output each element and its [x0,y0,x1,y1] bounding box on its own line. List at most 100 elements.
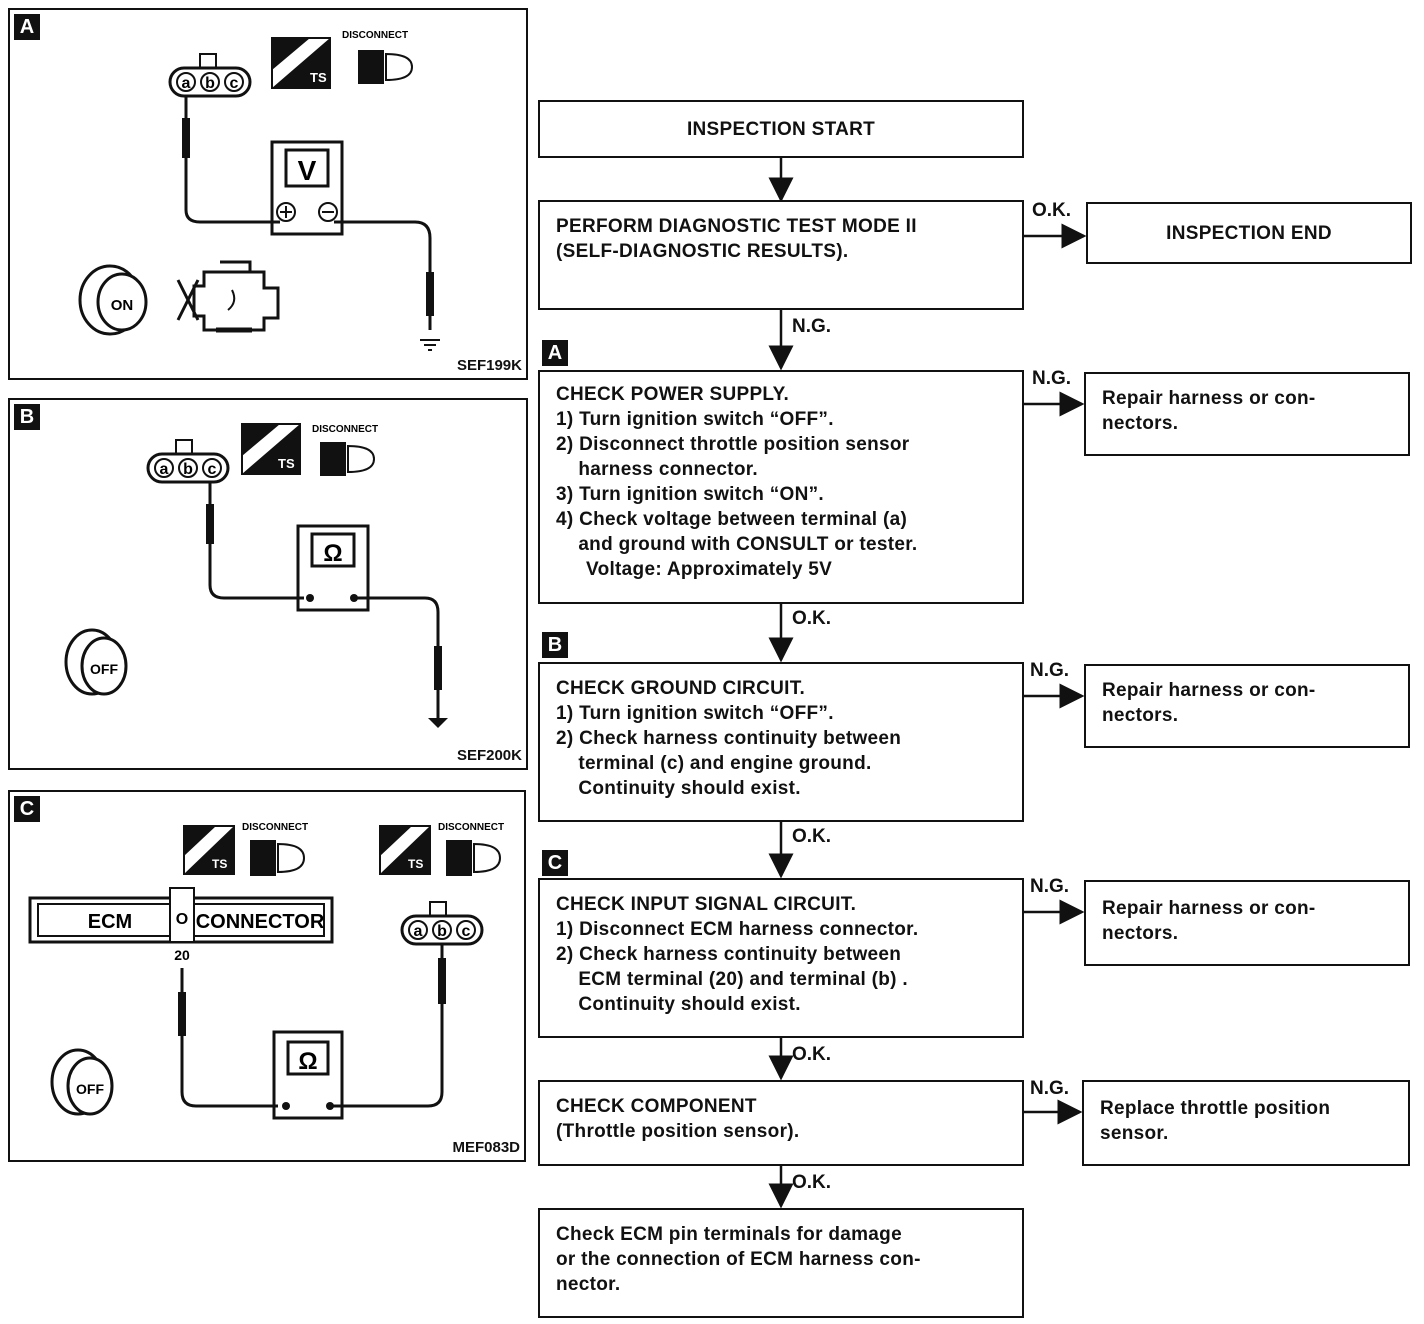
svg-text:OFF: OFF [90,661,118,677]
check-input-signal-box: CHECK INPUT SIGNAL CIRCUIT. 1) Disconnec… [538,878,1024,1038]
power-title: CHECK POWER SUPPLY. [556,384,790,405]
panel-b: B a b c TS DISCONNECT [8,398,528,770]
svg-text:TS: TS [212,857,227,871]
repair-harness-box-3: Repair harness or con- nectors. [1084,880,1410,966]
svg-text:OFF: OFF [76,1081,104,1097]
power-step-2b: harness connector. [556,459,758,480]
disconnect-icon: DISCONNECT [342,30,414,84]
terminal-b: b [205,75,215,92]
ng-label: N.G. [1032,368,1072,389]
svg-text:DISCONNECT: DISCONNECT [242,822,308,833]
svg-text:V: V [298,155,317,186]
ng-label: N.G. [1030,1078,1070,1099]
power-step-4: 4) Check voltage between terminal (a) [556,509,908,530]
ohmmeter-icon: Ω [272,1030,344,1120]
panel-letter: A [14,14,40,40]
svg-text:DISCONNECT: DISCONNECT [312,424,378,435]
inspection-start-box: INSPECTION START [538,100,1024,158]
panel-letter: C [14,796,40,822]
ground-step-2b: terminal (c) and engine ground. [556,753,872,774]
ts-icon: TS [271,37,331,89]
step-letter-b: B [542,632,568,658]
svg-text:DISCONNECT: DISCONNECT [438,822,504,833]
terminal-a: a [414,923,423,940]
repair-harness-box-2: Repair harness or con- nectors. [1084,664,1410,748]
svg-text:ON: ON [111,297,134,314]
ground-check-illustration: a b c TS DISCONNECT Ω [64,423,448,728]
check-power-supply-box: CHECK POWER SUPPLY. 1) Turn ignition swi… [538,370,1024,604]
svg-text:O: O [176,911,188,928]
replace-sensor-box: Replace throttle position sensor. [1082,1080,1410,1166]
ground-title: CHECK GROUND CIRCUIT. [556,678,806,699]
diagnostic-test-box: PERFORM DIAGNOSTIC TEST MODE II (SELF-DI… [538,200,1024,310]
ng-label: N.G. [792,316,832,337]
svg-text:TS: TS [408,857,423,871]
figure-ref: SEF199K [456,357,522,374]
sensor-connector-icon: a b c [168,53,252,98]
svg-text:20: 20 [174,947,190,963]
ignition-key-icon: OFF [50,1048,114,1116]
power-spec: Voltage: Approximately 5V [586,559,833,580]
sensor-connector-icon: a b c [146,439,230,484]
terminal-c: c [462,923,471,940]
panel-c: C TS DISCONNECT TS DISCONNECT [8,790,526,1162]
input-step-2b: ECM terminal (20) and terminal (b) . [556,969,908,990]
input-signal-check-illustration: TS DISCONNECT TS DISCONNECT ECM O CONNEC… [28,822,504,1120]
repair-harness-box-1: Repair harness or con- nectors. [1084,372,1410,456]
ground-step-2: 2) Check harness continuity between [556,728,902,749]
power-step-1: 1) Turn ignition switch “OFF”. [556,409,834,430]
terminal-c: c [230,75,239,92]
input-title: CHECK INPUT SIGNAL CIRCUIT. [556,894,857,915]
terminal-a: a [182,75,191,92]
input-step-1: 1) Disconnect ECM harness connector. [556,919,919,940]
svg-text:TS: TS [310,70,327,85]
check-component-box: CHECK COMPONENT (Throttle position senso… [538,1080,1024,1166]
figure-ref: SEF200K [456,747,522,764]
inspection-end-box: INSPECTION END [1086,202,1412,264]
ok-label: O.K. [792,1044,832,1065]
power-step-3: 3) Turn ignition switch “ON”. [556,484,825,505]
power-step-2: 2) Disconnect throttle position sensor [556,434,910,455]
ground-spec: Continuity should exist. [556,778,801,799]
ok-label: O.K. [792,826,832,847]
panel-a: A a b c TS DISCONNECT [8,8,528,380]
check-ground-circuit-box: CHECK GROUND CIRCUIT. 1) Turn ignition s… [538,662,1024,822]
terminal-b: b [437,923,447,940]
svg-text:ECM: ECM [88,911,132,933]
ecm-connector-icon: ECM O CONNECTOR 20 [28,887,334,963]
svg-text:DISCONNECT: DISCONNECT [342,30,408,41]
disconnect-icon: DISCONNECT [438,822,504,876]
engine-icon [176,260,280,333]
power-step-4b: and ground with CONSULT or tester. [556,534,918,555]
panel-letter: B [14,404,40,430]
ignition-key-icon: OFF [64,628,128,696]
terminal-b: b [183,461,193,478]
terminal-c: c [208,461,217,478]
ignition-key-icon: ON [78,264,148,336]
input-spec: Continuity should exist. [556,994,801,1015]
diagnostic-test-text: PERFORM DIAGNOSTIC TEST MODE II (SELF-DI… [556,216,917,262]
voltage-check-illustration: a b c TS DISCONNECT V [78,30,440,351]
ts-icon: TS [241,423,301,475]
ohmmeter-icon: Ω [296,524,370,612]
ground-step-1: 1) Turn ignition switch “OFF”. [556,703,834,724]
ts-icon: TS [379,825,431,875]
svg-text:Ω: Ω [298,1048,317,1075]
ts-icon: TS [183,825,235,875]
step-letter-a: A [542,340,568,366]
ok-label: O.K. [1032,200,1072,221]
svg-text:CONNECTOR: CONNECTOR [196,911,325,933]
svg-text:Ω: Ω [323,540,342,567]
step-letter-c: C [542,850,568,876]
ng-label: N.G. [1030,876,1070,897]
svg-text:TS: TS [278,456,295,471]
voltmeter-icon: V [270,140,344,236]
input-step-2: 2) Check harness continuity between [556,944,902,965]
ng-label: N.G. [1030,660,1070,681]
check-ecm-pins-box: Check ECM pin terminals for damage or th… [538,1208,1024,1318]
figure-ref: MEF083D [452,1139,520,1156]
ok-label: O.K. [792,608,832,629]
ok-label: O.K. [792,1172,832,1193]
disconnect-icon: DISCONNECT [242,822,308,876]
